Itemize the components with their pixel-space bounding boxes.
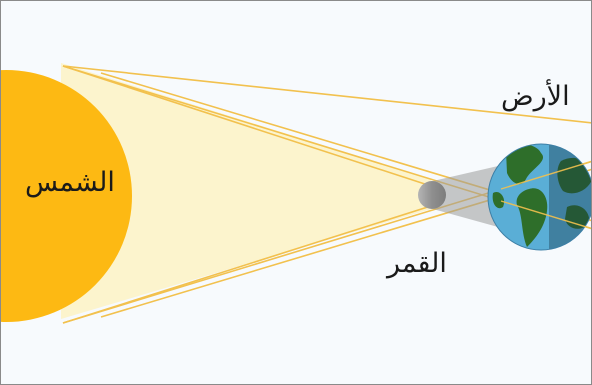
sun-label: الشمس: [25, 169, 115, 196]
moon: [418, 181, 446, 209]
moon-label: القمر: [387, 250, 447, 277]
earth-label: الأرض: [501, 83, 570, 110]
earth: [488, 141, 592, 256]
